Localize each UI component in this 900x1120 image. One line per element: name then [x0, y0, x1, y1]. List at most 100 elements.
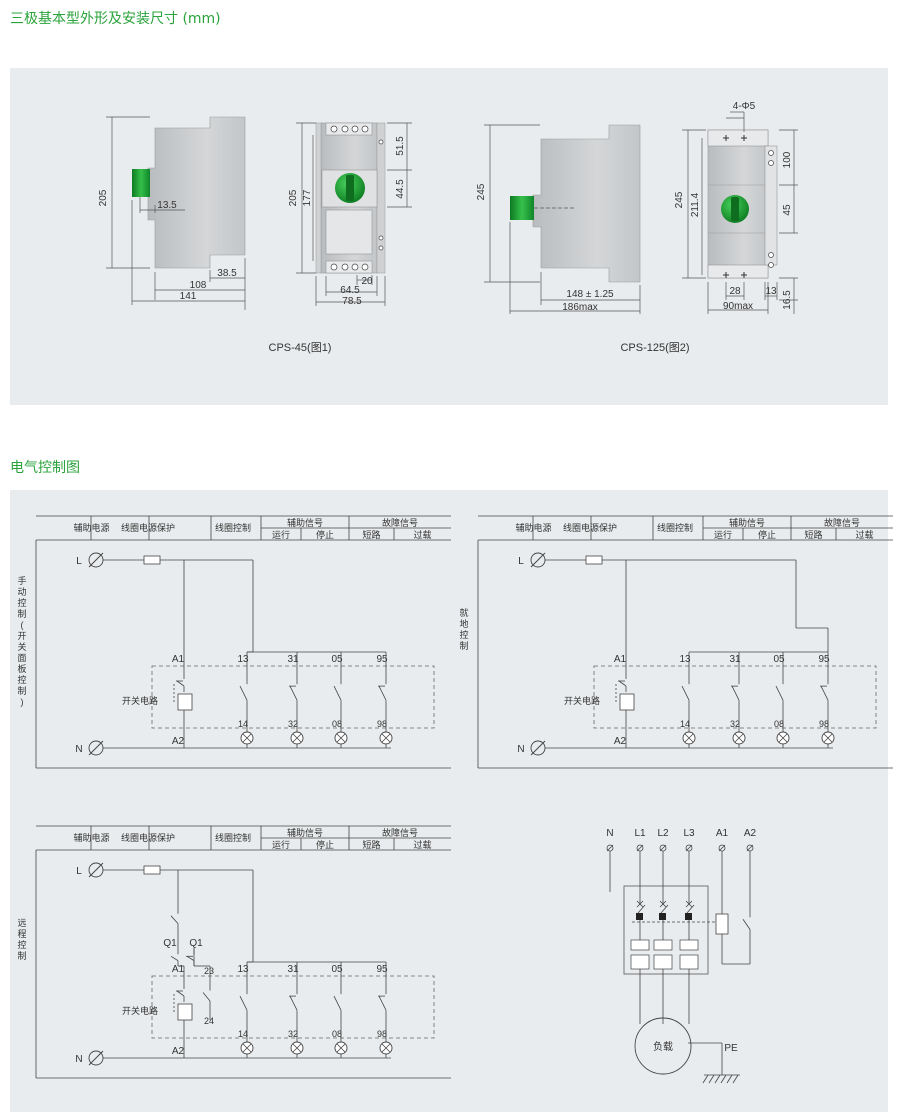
- label-A1: A1: [614, 654, 627, 665]
- lamp-98-x2: [381, 1043, 391, 1053]
- contact-31-blade: [289, 995, 298, 1011]
- PE-label: PE: [724, 1043, 738, 1054]
- contact-31-blade: [731, 685, 740, 701]
- power-terminal-slash: [718, 844, 726, 852]
- contact-top-05: 05: [773, 654, 785, 665]
- contact-bot-14: 14: [238, 719, 248, 729]
- header-stop: 停止: [316, 839, 334, 850]
- contact-bot-98: 98: [377, 719, 387, 729]
- header-overload: 过载: [413, 529, 431, 540]
- breaker-blade: [660, 904, 669, 914]
- header-short: 短路: [362, 529, 380, 540]
- breaker-contact: [685, 913, 692, 920]
- power-label-L2: L2: [657, 828, 669, 839]
- mode-char: 制: [17, 685, 26, 696]
- dim-front-h2: 177: [302, 189, 313, 206]
- contact-top-05: 05: [331, 964, 343, 975]
- header-coil-control: 线圈控制: [215, 832, 251, 843]
- ground-hatch: [720, 1074, 727, 1084]
- label-24: 24: [204, 1016, 214, 1026]
- terminal-L-label: L: [76, 556, 82, 567]
- ground-hatch: [726, 1074, 733, 1084]
- lamp-32-x2: [734, 733, 744, 743]
- fig2-caption: CPS-125(图2): [620, 341, 689, 354]
- header-coil-protect: 线圈电源保护: [121, 832, 175, 843]
- mode-char: 远: [17, 918, 26, 928]
- load-motor: [634, 1017, 692, 1075]
- contact-95-blade: [378, 995, 387, 1011]
- header-run: 运行: [714, 529, 732, 540]
- overload-element: [679, 954, 699, 970]
- label-Q1b: Q1: [189, 938, 203, 949]
- lamp-14-x2: [242, 1043, 252, 1053]
- lamp-14-x2: [684, 733, 694, 743]
- contact-top-31: 31: [287, 964, 299, 975]
- label-A1: A1: [172, 964, 185, 975]
- contact-top-13: 13: [237, 964, 249, 975]
- terminal-L-slash: [88, 862, 104, 878]
- mode-char: 制: [459, 640, 468, 651]
- control-circuits: 辅助电源线圈电源保护线圈控制辅助信号运行停止故障信号短路过载手动控制(开关面板控…: [17, 515, 893, 1079]
- terminal-N-slash: [88, 740, 104, 756]
- overload-element: [653, 954, 673, 970]
- contact-bot-14: 14: [238, 1029, 248, 1039]
- overload-element: [630, 954, 650, 970]
- dim2-front-h2: 211.4: [690, 192, 701, 217]
- mode-char: (: [21, 620, 24, 630]
- fuse: [585, 555, 603, 565]
- contact-05-blade: [333, 685, 342, 701]
- label-23: 23: [204, 966, 214, 976]
- contact-23-blade: [202, 992, 211, 1002]
- fuse: [143, 555, 161, 565]
- header-aux-signal: 辅助信号: [729, 517, 765, 528]
- lamp-98-x2: [823, 733, 833, 743]
- knob-green-2: [510, 196, 534, 220]
- terminal-L-slash: [88, 552, 104, 568]
- lamp-32-x2: [292, 733, 302, 743]
- dim2-front-r1: 100: [782, 151, 793, 168]
- header-coil-protect: 线圈电源保护: [121, 522, 175, 533]
- dim-front-h1: 205: [288, 189, 299, 206]
- dim-front-r2: 44.5: [395, 179, 406, 199]
- dim2-side-h: 245: [476, 183, 487, 200]
- lamp-14-x2: [242, 733, 252, 743]
- contact-top-31: 31: [287, 654, 299, 665]
- power-coil: [715, 913, 729, 935]
- dim2-side-d2: 186max: [562, 302, 598, 313]
- label-A2: A2: [614, 736, 627, 747]
- label-switch-circuit: 开关电路: [122, 1005, 158, 1016]
- contact-bot-08: 08: [332, 1029, 342, 1039]
- mode-char: 控: [17, 674, 26, 685]
- dim2-front-h1: 245: [674, 191, 685, 208]
- cps45-front-view: 205 177 51.5 44.5 20 64.5 78.5: [288, 122, 412, 307]
- phase-x2: [636, 900, 644, 908]
- dim-front-w3: 78.5: [342, 296, 362, 307]
- trip-element: [653, 939, 673, 951]
- dim-front-w1: 20: [361, 276, 373, 287]
- contact-31-blade: [289, 685, 298, 701]
- mode-char: 板: [17, 663, 26, 674]
- q1-contact-blade: [170, 955, 179, 961]
- mode-char: 制: [17, 608, 26, 619]
- contact-13-blade: [239, 995, 248, 1011]
- q1b-contact-blade: [186, 955, 195, 961]
- contact-bot-98: 98: [819, 719, 829, 729]
- power-label-L1: L1: [634, 828, 646, 839]
- terminal-N-slash: [530, 740, 546, 756]
- power-terminal-slash: [685, 844, 693, 852]
- lamp-08-x2: [778, 733, 788, 743]
- contact-top-95: 95: [376, 964, 388, 975]
- label-switch-circuit: 开关电路: [122, 695, 158, 706]
- dim-side-h: 205: [98, 189, 109, 206]
- switch-enclosure: [151, 975, 435, 1039]
- header-aux-power: 辅助电源: [73, 832, 109, 843]
- contact-A1-blade: [176, 990, 185, 997]
- power-terminal-slash: [659, 844, 667, 852]
- breaker-contact: [636, 913, 643, 920]
- load-label: 负载: [653, 1040, 673, 1053]
- dim-side-knob: 13.5: [157, 200, 177, 211]
- header-coil-control: 线圈控制: [657, 522, 693, 533]
- switch-enclosure: [593, 665, 877, 729]
- breaker-box: [623, 885, 709, 975]
- header-stop: 停止: [316, 529, 334, 540]
